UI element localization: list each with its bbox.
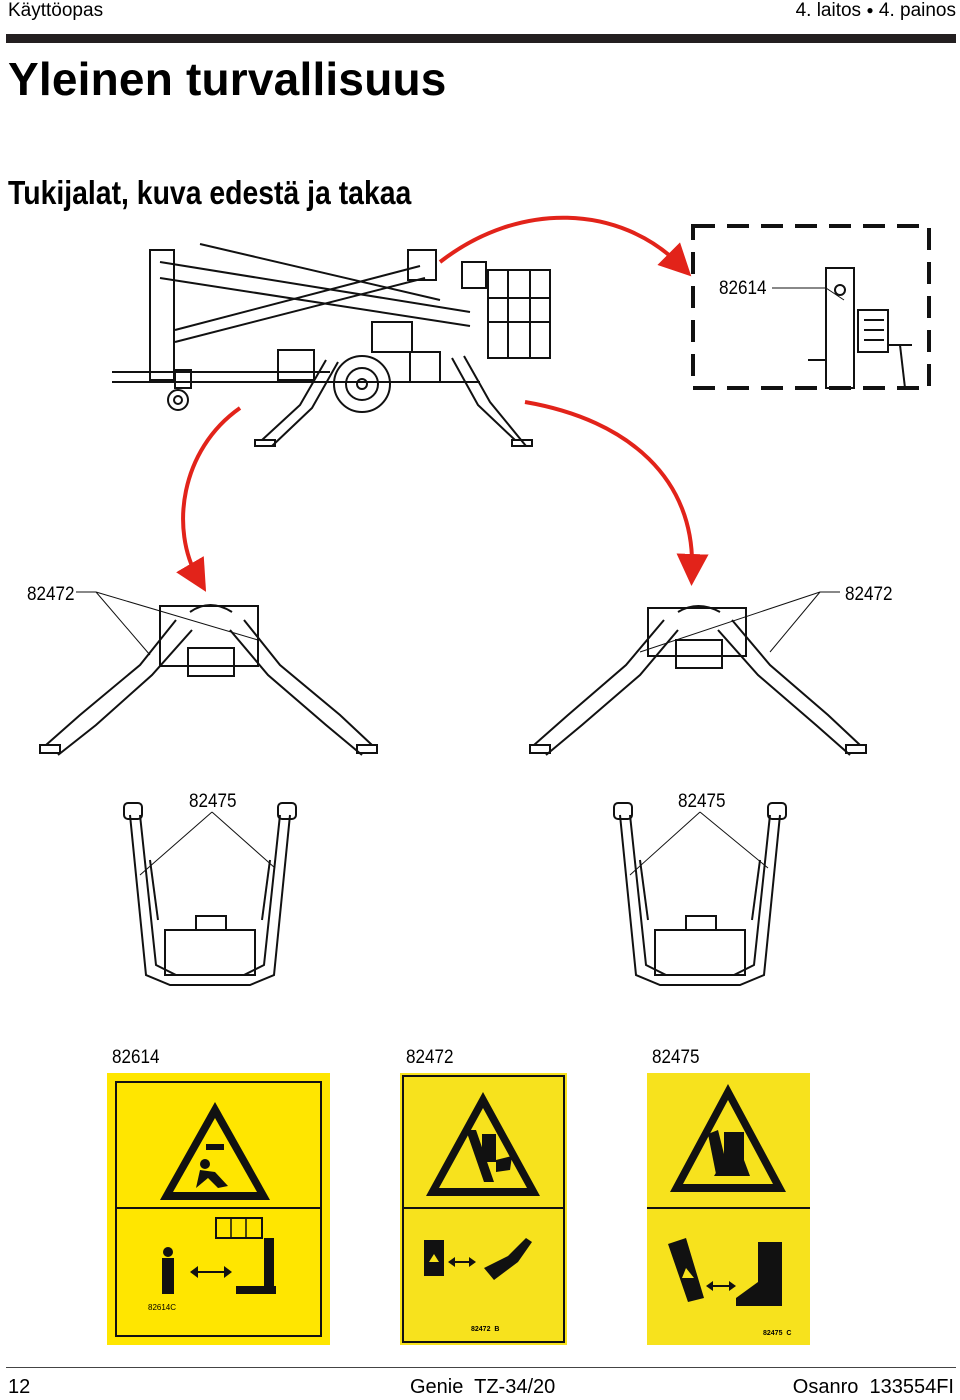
page-number: 12	[8, 1376, 31, 1398]
callout-82472-front-left: 82472	[27, 584, 75, 605]
decal-code-82614: 82614C	[148, 1303, 177, 1312]
decal-label-82472: 82472	[406, 1047, 454, 1068]
printing: 4. painos	[878, 0, 956, 21]
top-view-left	[123, 802, 297, 986]
header-bar	[6, 34, 956, 43]
manual-title: Käyttöopas	[8, 0, 104, 21]
leader-lines-top-right	[629, 811, 769, 876]
callout-82475-rear-left: 82475	[189, 791, 237, 812]
footer-rule	[6, 1367, 956, 1368]
section-title: Tukijalat, kuva edestä ja takaa	[8, 174, 412, 211]
decal-code-82475: 82475 C	[763, 1330, 792, 1337]
part-number: Osanro 133554FI	[792, 1376, 954, 1398]
leader-lines-front-left	[76, 591, 259, 656]
callout-82614-inset: 82614	[719, 278, 767, 299]
front-view-right	[529, 605, 867, 756]
decal-82475	[647, 1073, 810, 1345]
callout-82475-rear-right: 82475	[678, 791, 726, 812]
edition-info: 4. laitos ● 4. painos	[796, 0, 956, 22]
page-title: Yleinen turvallisuus	[8, 53, 447, 105]
detail-inset	[691, 224, 931, 390]
decal-label-82475: 82475	[652, 1047, 700, 1068]
machine-side-view	[112, 243, 551, 447]
decal-82614	[107, 1073, 330, 1345]
leader-lines-front-right	[639, 591, 840, 653]
leader-lines-top-left	[139, 811, 276, 876]
red-arrows	[176, 215, 709, 592]
edition: 4. laitos	[795, 0, 862, 21]
decal-code-82472: 82472 B	[471, 1326, 500, 1333]
top-view-right	[613, 802, 787, 986]
decal-label-82614: 82614	[112, 1047, 160, 1068]
front-view-left	[39, 604, 378, 756]
edition-separator: ●	[866, 3, 874, 17]
callout-82472-front-right: 82472	[845, 584, 893, 605]
model-name: Genie TZ-34/20	[410, 1376, 556, 1398]
decal-82472	[400, 1073, 567, 1345]
